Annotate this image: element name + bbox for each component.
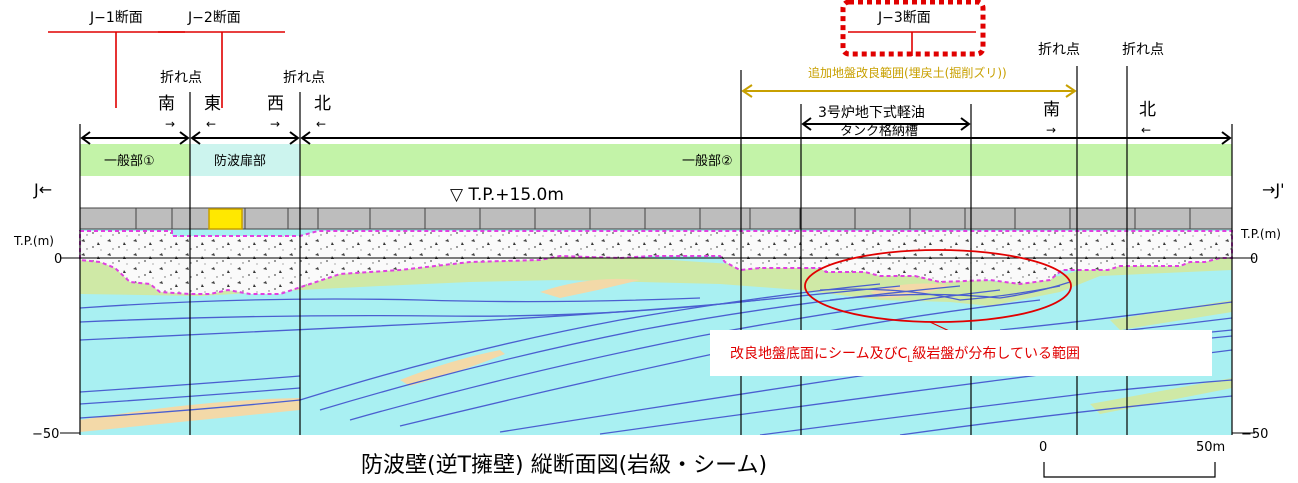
- improvement-range-label: 追加地盤改良範囲(埋戻土(掘削ズリ)): [808, 65, 1007, 80]
- scale-bar: [1043, 462, 1216, 478]
- direction-arrow: ←: [206, 117, 216, 131]
- direction-arrow: →: [165, 117, 175, 131]
- zone-band-gate: [190, 144, 300, 176]
- zone-arrows: [80, 131, 1232, 145]
- gate-marker: [208, 208, 243, 230]
- direction-north: 北: [1139, 100, 1156, 120]
- sand-lens: [1110, 300, 1232, 330]
- direction-arrow: →: [1046, 123, 1056, 137]
- section-j3-label: J−3断面: [877, 10, 931, 26]
- direction-south: 南: [1043, 100, 1060, 120]
- fold-point-label: 折れ点: [1122, 42, 1164, 58]
- direction-arrow: →: [270, 117, 280, 131]
- axis-tick-m50-left: −50: [32, 427, 59, 442]
- tank-label-line2: タンク格納槽: [840, 123, 918, 139]
- sand-lens: [400, 350, 505, 386]
- zone-band-general1: [80, 144, 190, 176]
- axis-unit-left: T.P.(m): [13, 234, 54, 248]
- section-j1-label: J−1断面: [89, 10, 143, 26]
- seam-annotation: 改良地盤底面にシーム及びCL級岩盤が分布している範囲: [730, 345, 1080, 365]
- direction-east: 東: [204, 94, 221, 114]
- breakwater-wall: [79, 207, 1233, 230]
- direction-south: 南: [158, 94, 175, 114]
- boundary-lines: [79, 66, 1233, 435]
- endpoint-right: →J': [1262, 180, 1285, 199]
- axis-tick-0-right: 0: [1250, 252, 1258, 267]
- section-markers: [48, 31, 976, 108]
- j3-highlight-box: [840, 0, 986, 57]
- zone-general2-label: 一般部②: [682, 153, 733, 169]
- water-level-label: ▽ T.P.+15.0m: [450, 185, 564, 205]
- zone-general1-label: 一般部①: [104, 153, 155, 169]
- axis-tick-m50-right: −50: [1241, 427, 1268, 442]
- wall-joints: [135, 208, 1191, 229]
- fold-point-label: 折れ点: [160, 70, 202, 86]
- backfill-layer: [79, 230, 1233, 295]
- fold-point-label: 折れ点: [1038, 42, 1080, 58]
- axis-unit-right: T.P.(m): [1240, 227, 1281, 241]
- scale-right-label: 50m: [1196, 440, 1225, 455]
- zone-gate-label: 防波扉部: [214, 153, 266, 169]
- sand-lens: [1090, 378, 1232, 414]
- improvement-range-arrow: [741, 84, 1077, 98]
- direction-north: 北: [314, 94, 331, 114]
- sand-lens: [540, 278, 640, 298]
- section-j2-label: J−2断面: [187, 10, 241, 26]
- diagram-title: 防波壁(逆T擁壁) 縦断面図(岩級・シーム): [361, 453, 767, 478]
- annotation-box: [710, 330, 1212, 376]
- endpoint-left: J←: [33, 180, 52, 199]
- scale-left-label: 0: [1039, 440, 1047, 455]
- direction-west: 西: [267, 94, 284, 114]
- direction-arrow: ←: [1141, 123, 1151, 137]
- tank-range-arrow: [801, 117, 971, 131]
- fold-point-label: 折れ点: [283, 70, 325, 86]
- zone-band-general2: [300, 144, 1232, 176]
- direction-arrow: ←: [316, 117, 326, 131]
- tank-label-line1: 3号炉地下式軽油: [818, 105, 925, 121]
- axis-tick-0-left: 0: [54, 252, 62, 267]
- seam-range-ellipse: [804, 249, 1072, 323]
